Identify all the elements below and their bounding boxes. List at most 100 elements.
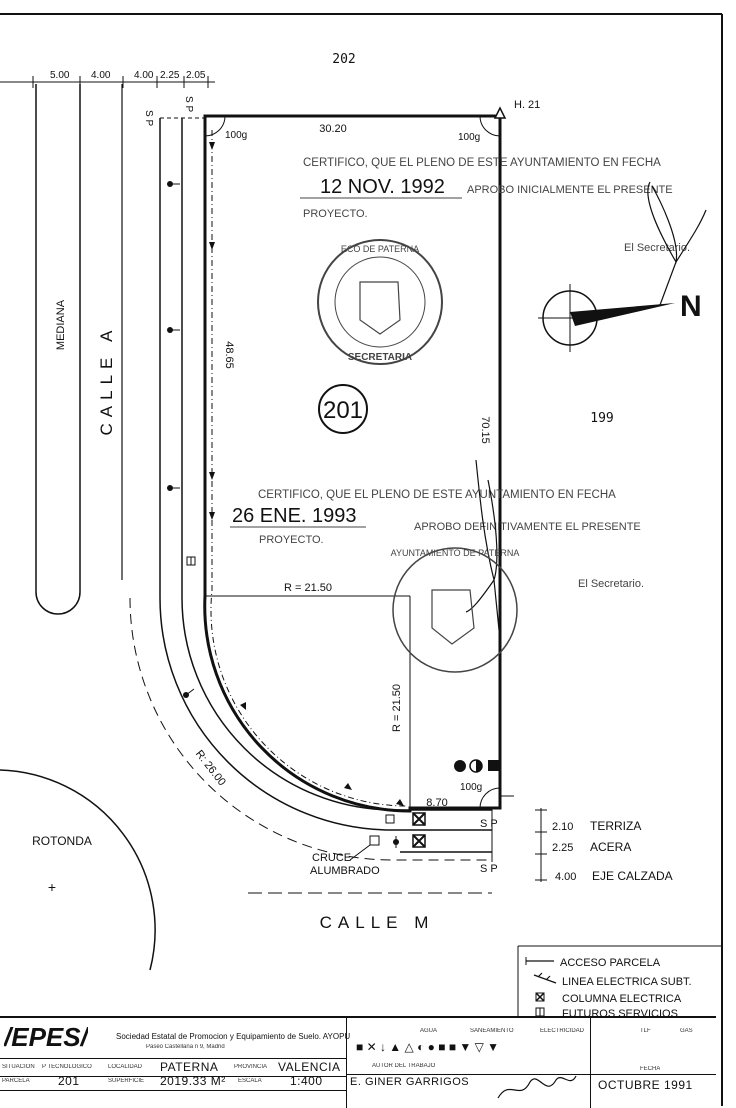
title-block: /EPES/ Sociedad Estatal de Promocion y E… xyxy=(0,1016,716,1108)
rotonda-center-icon: + xyxy=(48,879,56,895)
hdr-agua: AGUA xyxy=(420,1028,438,1034)
neighbour-parcel-202: 202 xyxy=(332,52,355,67)
dim-lane-width: 4.00 xyxy=(91,70,111,81)
angle-arc-nw xyxy=(204,115,226,137)
dim-mediana-width: 5.00 xyxy=(50,70,70,81)
alumbrado-label: ALUMBRADO xyxy=(310,865,380,877)
angle-ne: 100g xyxy=(458,132,480,143)
section-acera-dim: 2.25 xyxy=(552,842,573,854)
street-lamps xyxy=(167,181,399,848)
hdr-provincia: PROVINCIA xyxy=(234,1064,268,1070)
author-signature xyxy=(490,1068,580,1104)
cert2-line3: PROYECTO. xyxy=(259,534,324,546)
hdr-parcela: PARCELA xyxy=(2,1078,30,1084)
electric-column-cross-2 xyxy=(412,834,426,848)
h21-marker-icon xyxy=(493,106,507,119)
certificate-stamp-1: CERTIFICO, QUE EL PLENO DE ESTE AYUNTAMI… xyxy=(300,157,690,254)
certificate-stamp-2: CERTIFICO, QUE EL PLENO DE ESTE AYUNTAMI… xyxy=(230,489,644,590)
dim-calzada-width: 4.00 xyxy=(134,70,154,81)
dim-acera-width: 2.25 xyxy=(160,70,180,81)
parcel-outline xyxy=(203,114,502,813)
mediana-strip xyxy=(35,84,81,615)
parcel-number-circle xyxy=(318,384,368,434)
service-icons: ■ ✕ ↓ ▲ △ ◐ ● ■ ■ ▼ ▽ ▼ xyxy=(356,1040,500,1054)
parcela-value: 201 xyxy=(58,1074,80,1088)
hdr-autor: AUTOR DEL TRABAJO xyxy=(372,1063,436,1069)
legend: ACCESO PARCELA LINEA ELECTRICA SUBT. COL… xyxy=(517,945,722,1020)
tb-divider-3 xyxy=(0,1090,346,1091)
sp-marker-top-1: S P xyxy=(143,110,154,126)
north-arrow-icon xyxy=(570,303,675,326)
section-eje-dim: 4.00 xyxy=(555,871,576,883)
hdr-situacion: SITUACION xyxy=(2,1064,35,1070)
parcel-number: 201 xyxy=(323,397,363,424)
cert2-date: 26 ENE. 1993 xyxy=(232,505,357,527)
mediana-label: MEDIANA xyxy=(55,299,67,350)
cert2-signer: El Secretario. xyxy=(578,578,644,590)
company-address: Paseo Castellana n 9, Madrid xyxy=(146,1044,225,1050)
cert2-line1: CERTIFICO, QUE EL PLENO DE ESTE AYUNTAMI… xyxy=(258,489,616,501)
seal-1-top-text: ECO DE PATERNA xyxy=(341,244,419,254)
section-eje-label: EJE CALZADA xyxy=(592,869,673,883)
electric-column-cross-1 xyxy=(412,812,426,826)
angle-nw: 100g xyxy=(225,130,247,141)
hdr-localidad: LOCALIDAD xyxy=(108,1064,143,1070)
localidad-value: PATERNA xyxy=(160,1060,219,1074)
road-edge-outer xyxy=(159,118,492,831)
brand-logo: /EPES/ xyxy=(4,1022,88,1052)
section-acera-label: ACERA xyxy=(590,840,631,854)
tb-col-1 xyxy=(346,1018,347,1108)
sewer-connection-half xyxy=(476,760,482,772)
cert1-line1: CERTIFICO, QUE EL PLENO DE ESTE AYUNTAMI… xyxy=(303,157,661,169)
future-services-marker-bottom xyxy=(385,814,395,824)
tb-divider-1 xyxy=(0,1058,346,1059)
hdr-gas: GAS xyxy=(680,1028,693,1034)
signature-1 xyxy=(647,181,707,306)
autor-value: E. GINER GARRIGOS xyxy=(350,1076,470,1088)
angle-arc-ne xyxy=(479,115,501,137)
cert1-line2: APROBO INICIALMENTE EL PRESENTE xyxy=(467,184,673,196)
calle-a-label: CALLE A xyxy=(97,325,116,436)
tb-divider-2 xyxy=(0,1076,346,1077)
rotonda-edge xyxy=(0,769,156,971)
section-terriza-dim: 2.10 xyxy=(552,821,573,833)
crossing-box xyxy=(369,835,380,846)
seal-1: ECO DE PATERNA SECRETARIA xyxy=(317,239,443,365)
superficie-value: 2019.33 M² xyxy=(160,1074,226,1088)
dim-parcel-bottom: 8.70 xyxy=(426,797,447,809)
crossing-leader xyxy=(349,844,371,861)
provincia-value: VALENCIA xyxy=(278,1060,341,1074)
rotonda-label: ROTONDA xyxy=(32,834,92,848)
tb-col-2 xyxy=(590,1018,591,1108)
hdr-electricidad: ELECTRICIDAD xyxy=(540,1028,585,1034)
seal-2-shield-icon xyxy=(431,589,475,645)
section-terriza-label: TERRIZA xyxy=(590,819,641,833)
cert2-line2: APROBO DEFINITIVAMENTE EL PRESENTE xyxy=(414,521,641,533)
radius-label-v: R = 21.50 xyxy=(391,684,403,732)
access-icon xyxy=(525,957,554,965)
dim-parcel-left: 48.65 xyxy=(223,341,235,369)
fecha-value: OCTUBRE 1991 xyxy=(598,1078,693,1092)
future-services-icon xyxy=(535,1007,545,1017)
h21-label: H. 21 xyxy=(514,99,540,111)
tb-divider-4 xyxy=(346,1074,716,1075)
legend-acceso: ACCESO PARCELA xyxy=(560,957,661,969)
electric-column-icon xyxy=(535,992,545,1002)
calle-m-label: CALLE M xyxy=(320,913,435,932)
electric-connection-icon xyxy=(488,760,499,771)
hdr-tlf: TLF xyxy=(640,1028,651,1034)
top-dimension-ticks xyxy=(32,76,209,88)
signature-2 xyxy=(465,459,501,641)
hdr-superficie: SUPERFICIE xyxy=(108,1078,145,1084)
seal-1-bottom-text: SECRETARIA xyxy=(348,352,412,363)
neighbour-parcel-199: 199 xyxy=(590,411,613,426)
dim-terriza-width: 2.05 xyxy=(186,70,206,81)
cert1-signer: El Secretario. xyxy=(624,242,690,254)
hdr-saneamiento: SANEAMIENTO xyxy=(470,1028,514,1034)
company-name: Sociedad Estatal de Promocion y Equipami… xyxy=(116,1032,351,1041)
sp-marker-bottom-2: S P xyxy=(480,863,498,875)
seal-2-top-text: AYUNTAMIENTO DE PATERNA xyxy=(391,548,520,558)
cert1-line3: PROYECTO. xyxy=(303,208,368,220)
sp-marker-bottom-1: S P xyxy=(480,818,498,830)
